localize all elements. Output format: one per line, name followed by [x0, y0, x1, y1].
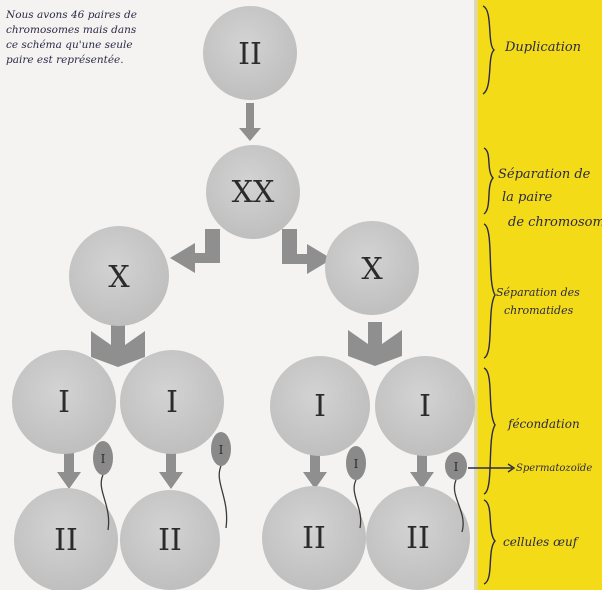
sperm-cells: I I I I: [93, 432, 467, 533]
sperm-1-label: I: [101, 452, 106, 466]
annotation-separation-chromatids-1: Séparation des: [496, 286, 580, 299]
brace-cellules-oeuf: [483, 499, 496, 585]
arrow-split-left: [170, 229, 220, 273]
annotation-spermatozoide: Spermatozoïde: [516, 463, 592, 474]
cell-labels: II XX X X I I I I II II II II: [54, 37, 431, 558]
cell-l1: [12, 350, 116, 454]
label-top: II: [238, 37, 262, 72]
cell-left: [69, 226, 169, 326]
cell-r1: [270, 356, 370, 456]
arrow-fertilisation-3: [303, 449, 327, 489]
arrow-fork-left: [91, 323, 145, 367]
arrow-fork-right: [348, 322, 402, 366]
brace-separation-chromatids: [483, 223, 496, 359]
braces: [468, 5, 516, 585]
brace-separation-pair: [483, 147, 494, 215]
annotation-cellules-oeuf: cellules œuf: [503, 535, 580, 549]
label-pair: XX: [232, 175, 275, 210]
cells: [12, 6, 475, 590]
cell-b3: [262, 486, 366, 590]
arrow-fertilisation-4: [410, 449, 434, 489]
annotation-separation-chromatids-2: chromatides: [504, 304, 574, 317]
cell-l2: [120, 350, 224, 454]
sperm-2: I: [211, 432, 231, 529]
cell-b1: [14, 488, 118, 590]
label-b3: II: [302, 521, 326, 556]
annotation-separation-pair-1: Séparation de: [498, 167, 591, 182]
label-b4: II: [406, 521, 430, 556]
annotation-panel: [478, 0, 602, 590]
arrow-fertilisation-2: [159, 449, 183, 489]
annotation-separation-pair-3: de chromosom: [508, 215, 602, 230]
brace-fecondation: [483, 367, 496, 495]
annotation-separation-pair-2: la paire: [502, 190, 552, 205]
label-right: X: [361, 252, 383, 287]
annotation-fecondation: fécondation: [507, 417, 580, 431]
handwritten-note: Nous avons 46 paires de chromosomes mais…: [6, 9, 137, 66]
arrow-duplication: [239, 103, 261, 141]
cell-pair: [206, 145, 300, 239]
brace-duplication: [482, 5, 496, 95]
sperm-4: I: [445, 452, 467, 533]
annotation-duplication: Duplication: [504, 40, 581, 55]
sperm-3: I: [346, 446, 366, 529]
sperm-2-label: I: [219, 443, 224, 457]
arrows: [57, 103, 434, 489]
sperm-4-label: I: [454, 460, 459, 474]
annotations: Duplication Séparation de la paire de ch…: [496, 40, 602, 549]
label-r1: I: [314, 389, 326, 424]
cell-right: [325, 221, 419, 315]
pointer-arrowhead: [507, 463, 516, 473]
cell-b4: [366, 486, 470, 590]
arrow-split-right: [282, 229, 332, 274]
label-left: X: [108, 260, 130, 295]
label-r2: I: [419, 389, 431, 424]
cell-r2: [375, 356, 475, 456]
label-l1: I: [58, 385, 70, 420]
cell-top: [203, 6, 297, 100]
cell-b2: [120, 490, 220, 590]
label-b2: II: [158, 523, 182, 558]
sperm-3-label: I: [354, 457, 359, 471]
sperm-1: I: [93, 441, 113, 531]
arrow-fertilisation-1: [57, 449, 81, 489]
label-l2: I: [166, 385, 178, 420]
label-b1: II: [54, 523, 78, 558]
